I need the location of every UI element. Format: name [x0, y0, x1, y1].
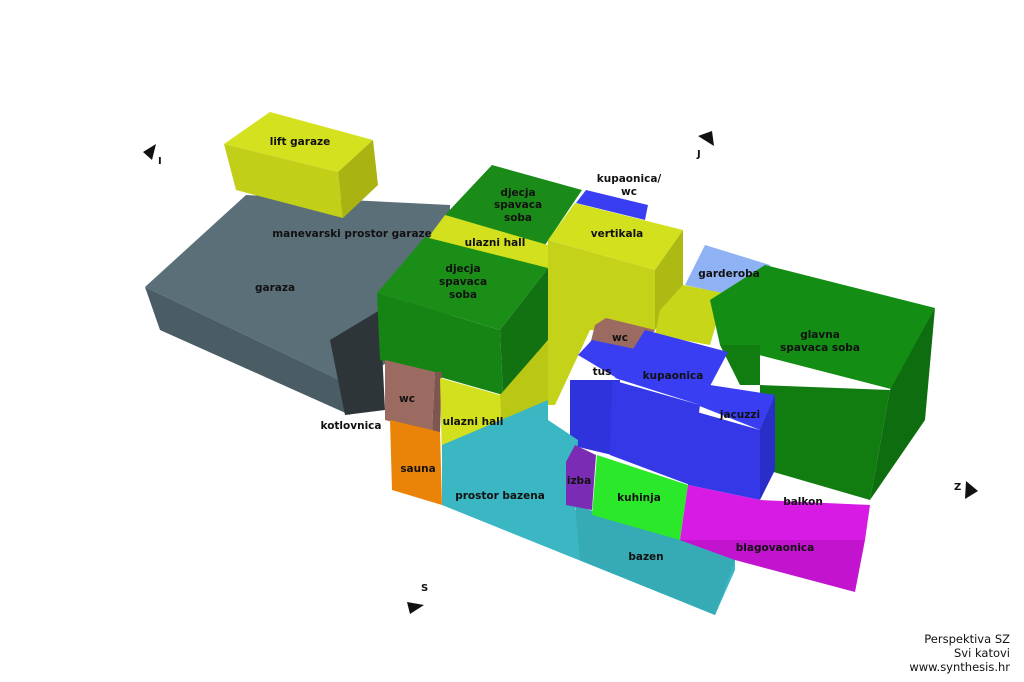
compass-j-label: J [696, 149, 701, 160]
compass-i: I [143, 144, 162, 167]
vertikala-label: vertikala [591, 228, 644, 240]
wc-upper-label: wc [612, 332, 628, 344]
kupaonica-block [610, 330, 728, 485]
kupaonica-wc-label-1: kupaonica/ [597, 173, 662, 185]
lift-garaze-block [224, 112, 378, 218]
glavna-front [760, 385, 890, 500]
djecja-front-side [500, 268, 548, 395]
kuhinja-block [592, 455, 688, 540]
jacuzzi-front [688, 410, 760, 500]
compass-z: Z [954, 481, 978, 499]
manevarski-label: manevarski prostor garaze [272, 228, 432, 240]
compass-i-label: I [158, 156, 162, 167]
vertikala-side [655, 230, 683, 330]
balkon-label: balkon [783, 496, 823, 508]
caption-website: www.synthesis.hr [909, 660, 1010, 674]
djecja-front-label-1: djecja [445, 263, 480, 275]
glavna-label-1: glavna [800, 329, 840, 341]
ulazni-hall-lower-label: ulazni hall [443, 416, 504, 428]
caption-floors: Svi katovi [953, 646, 1010, 660]
bazen-label: bazen [628, 551, 663, 563]
compass-s-arrow-icon [407, 602, 424, 614]
kupaonica-wc-label-2: wc [621, 186, 637, 198]
garaza-block [145, 195, 450, 415]
kupaonica-wc-top [576, 190, 648, 220]
djecja-front-label-2: spavaca [439, 276, 487, 288]
compass-z-label: Z [954, 482, 961, 493]
kupaonica-front [610, 380, 700, 485]
garaza-front [145, 287, 350, 415]
sauna-label: sauna [400, 463, 435, 475]
garaza-label: garaza [255, 282, 295, 294]
djecja-front-block [377, 237, 548, 395]
lift-top [224, 112, 373, 172]
jacuzzi-block [688, 385, 775, 500]
bazen-block [442, 400, 735, 615]
jacuzzi-side [760, 395, 775, 500]
glavna-top [710, 265, 935, 390]
compass-s: S [407, 583, 428, 614]
djecja-back-label-1: djecja [500, 187, 535, 199]
blagovaonica-label: blagovaonica [736, 542, 814, 554]
tus-front [570, 380, 620, 455]
lift-garaze-label: lift garaze [270, 136, 331, 148]
izba-block [566, 445, 596, 510]
djecja-front-top [377, 237, 548, 330]
sauna-block [390, 420, 442, 505]
kupaonica-top [615, 330, 728, 405]
kupaonica-wc-block [576, 190, 648, 220]
djecja-back-label-3: soba [504, 212, 532, 224]
lift-front [224, 144, 343, 218]
bazen-top [575, 505, 735, 615]
jacuzzi-label: jacuzzi [719, 409, 760, 421]
jacuzzi-top [697, 385, 775, 430]
djecja-front-face [377, 293, 503, 395]
blagovaonica-front [680, 540, 865, 592]
compass-j: J [696, 131, 714, 160]
kupaonica-label: kupaonica [643, 370, 704, 382]
izba-label: izba [567, 475, 591, 487]
balkon-blagovaonica-block [680, 485, 870, 592]
glavna-block [710, 265, 935, 500]
compass-z-arrow-icon [965, 481, 978, 499]
caption-view: Perspektiva SZ [924, 632, 1010, 646]
vertikala-step [655, 285, 725, 345]
djecja-back-label-2: spavaca [494, 199, 542, 211]
garderoba-label: garderoba [698, 268, 759, 280]
prostor-bazena-label: prostor bazena [455, 490, 545, 502]
kotlovnica-label: kotlovnica [321, 420, 382, 432]
caption: Perspektiva SZ Svi katovi www.synthesis.… [909, 632, 1010, 674]
compass-i-arrow-icon [143, 144, 156, 160]
compass-s-label: S [421, 583, 428, 594]
glavna-label-2: spavaca soba [780, 342, 860, 354]
kuhinja-face [592, 455, 688, 540]
sauna-front [390, 420, 442, 505]
compass-j-arrow-icon [698, 131, 714, 146]
tus-label: tus [593, 366, 612, 378]
glavna-side [870, 308, 935, 500]
wc-lower-side [432, 372, 442, 432]
lift-side [338, 140, 378, 218]
kotlovnica-side [330, 310, 385, 415]
wc-lower-front [385, 360, 435, 432]
glavna-lower [720, 345, 760, 385]
djecja-front-label-3: soba [449, 289, 477, 301]
wc-lower-label: wc [399, 393, 415, 405]
ulazni-hall-top-label: ulazni hall [465, 237, 526, 249]
wc-lower-block [385, 360, 442, 432]
kuhinja-label: kuhinja [617, 492, 661, 504]
vertikala-top [548, 203, 683, 270]
izba-face [566, 445, 596, 510]
